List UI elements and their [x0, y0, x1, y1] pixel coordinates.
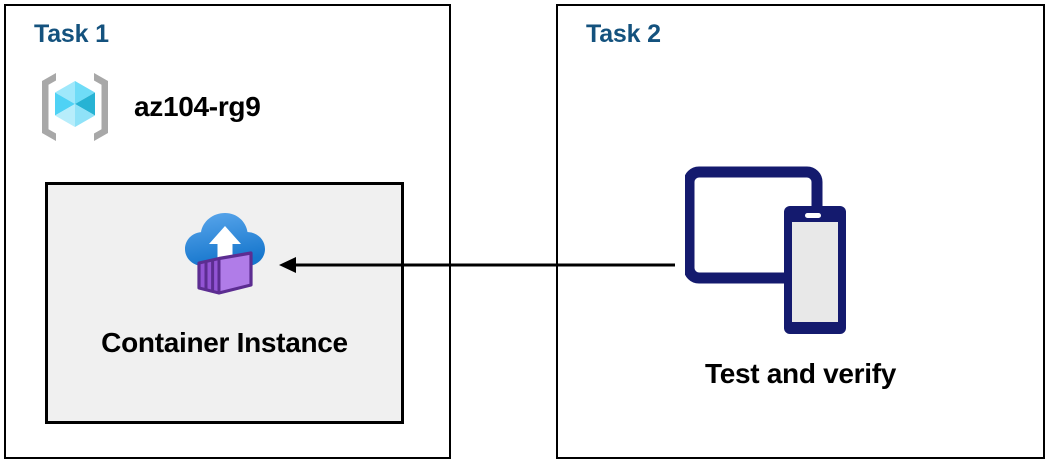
panel-task-1: Task 1: [4, 4, 451, 459]
panel-task-1-title: Task 1: [34, 20, 109, 48]
panel-task-2: Task 2 Test and verify: [556, 4, 1045, 459]
panel-task-2-title: Task 2: [586, 20, 661, 48]
container-instance-box: Container Instance: [45, 182, 404, 424]
resource-group-row: az104-rg9: [36, 68, 261, 146]
azure-resource-group-icon: [36, 68, 114, 146]
resource-group-label: az104-rg9: [134, 91, 261, 122]
container-instance-label: Container Instance: [101, 327, 348, 358]
test-and-verify-label: Test and verify: [704, 358, 897, 389]
